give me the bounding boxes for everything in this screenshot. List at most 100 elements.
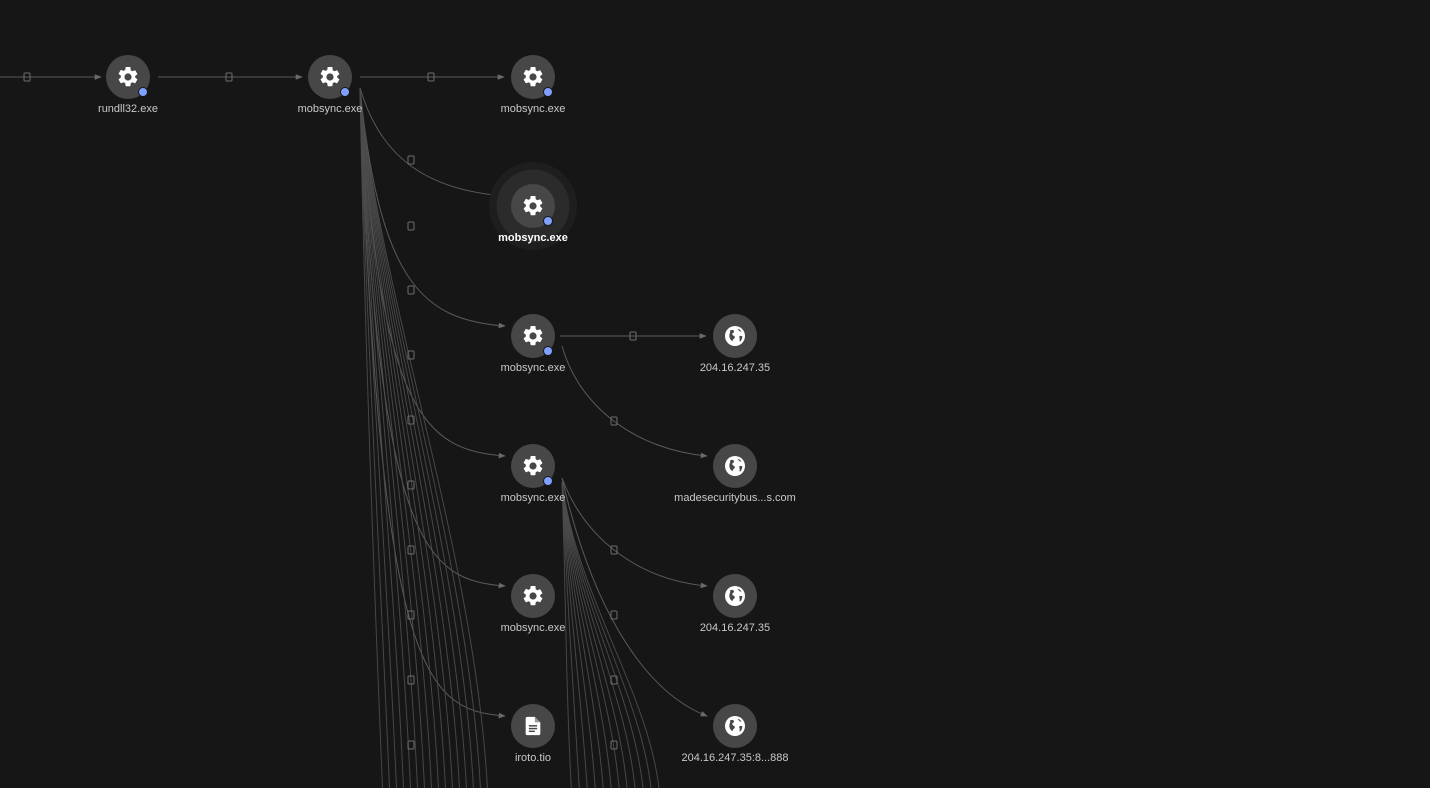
graph-edge	[561, 481, 596, 788]
graph-edge	[359, 89, 467, 788]
node-label: 204.16.247.35	[699, 622, 771, 634]
graph-edge	[359, 89, 384, 788]
graph-edge	[359, 87, 506, 329]
node-label: mobsync.exe	[498, 232, 568, 244]
status-badge	[138, 87, 148, 97]
status-badge	[543, 216, 553, 226]
edge-event-icon	[610, 610, 618, 620]
graph-edge	[359, 89, 488, 788]
node-label: 204.16.247.35:8...888	[681, 752, 789, 764]
graph-edge	[561, 481, 572, 788]
graph-edge	[561, 481, 628, 788]
file-node[interactable]: iroto.tio	[463, 704, 603, 764]
graph-edge	[359, 89, 460, 788]
graph-edge	[359, 89, 439, 788]
graph-edge	[359, 89, 453, 788]
node-circle[interactable]	[308, 55, 352, 99]
node-circle[interactable]	[511, 184, 555, 228]
node-circle[interactable]	[106, 55, 150, 99]
node-label: mobsync.exe	[500, 622, 566, 634]
graph-edge	[561, 477, 708, 589]
edge-event-icon	[407, 285, 415, 295]
graph-edge	[359, 89, 474, 788]
graph-edge	[359, 87, 506, 199]
graph-edge	[359, 89, 418, 788]
network-node[interactable]: madesecuritybus...s.com	[665, 444, 805, 504]
globe-icon	[723, 454, 747, 478]
node-circle[interactable]	[511, 55, 555, 99]
process-node[interactable]: mobsync.exe	[260, 55, 400, 115]
node-circle[interactable]	[713, 574, 757, 618]
globe-icon	[723, 324, 747, 348]
node-circle[interactable]	[511, 574, 555, 618]
node-label: madesecuritybus...s.com	[674, 492, 796, 504]
edge-event-icon	[407, 415, 415, 425]
network-node[interactable]: 204.16.247.35	[665, 574, 805, 634]
graph-edge	[561, 481, 580, 788]
node-label: 204.16.247.35	[699, 362, 771, 374]
graph-edge	[359, 89, 432, 788]
edge-event-icon	[407, 545, 415, 555]
edge-event-icon	[427, 72, 435, 82]
globe-icon	[723, 584, 747, 608]
edge-event-icon	[23, 72, 31, 82]
node-circle[interactable]	[511, 704, 555, 748]
node-label: mobsync.exe	[500, 362, 566, 374]
gear-icon	[318, 65, 342, 89]
file-icon	[522, 715, 544, 737]
node-label: rundll32.exe	[98, 103, 158, 115]
node-circle[interactable]	[713, 444, 757, 488]
graph-edge	[561, 481, 612, 788]
edge-event-icon	[610, 740, 618, 750]
graph-edge	[561, 481, 588, 788]
node-label: mobsync.exe	[500, 103, 566, 115]
edge-event-icon	[407, 740, 415, 750]
process-node[interactable]: mobsync.exe	[463, 55, 603, 115]
gear-icon	[116, 65, 140, 89]
graph-edge	[561, 481, 636, 788]
node-label: mobsync.exe	[297, 103, 363, 115]
gear-icon	[521, 194, 545, 218]
graph-edge	[359, 89, 425, 788]
graph-edge	[561, 477, 708, 717]
status-badge	[543, 87, 553, 97]
process-node[interactable]: rundll32.exe	[58, 55, 198, 115]
edge-event-icon	[407, 675, 415, 685]
node-circle[interactable]	[511, 444, 555, 488]
node-circle[interactable]	[713, 704, 757, 748]
graph-edge	[561, 481, 660, 788]
edge-event-icon	[407, 221, 415, 231]
edge-event-icon	[407, 480, 415, 490]
globe-icon	[723, 714, 747, 738]
edge-event-icon	[407, 155, 415, 165]
graph-edge	[561, 481, 644, 788]
status-badge	[543, 346, 553, 356]
node-circle[interactable]	[511, 314, 555, 358]
edge-event-icon	[407, 610, 415, 620]
graph-edge	[359, 89, 404, 788]
graph-edge	[561, 345, 708, 459]
graph-edge	[561, 481, 604, 788]
graph-edge	[359, 89, 446, 788]
edge-event-icon	[225, 72, 233, 82]
process-node[interactable]: mobsync.exe	[463, 314, 603, 374]
process-node[interactable]: mobsync.exe	[463, 444, 603, 504]
network-node[interactable]: 204.16.247.35:8...888	[665, 704, 805, 764]
graph-edge	[561, 481, 652, 788]
process-node[interactable]: mobsync.exe	[463, 184, 603, 244]
edge-event-icon	[610, 675, 618, 685]
node-circle[interactable]	[713, 314, 757, 358]
graph-edge	[359, 89, 390, 788]
process-node[interactable]: mobsync.exe	[463, 574, 603, 634]
gear-icon	[521, 324, 545, 348]
network-node[interactable]: 204.16.247.35	[665, 314, 805, 374]
gear-icon	[521, 454, 545, 478]
edge-event-icon	[629, 331, 637, 341]
graph-edge	[359, 89, 411, 788]
status-badge	[543, 476, 553, 486]
graph-edge	[561, 481, 620, 788]
status-badge	[340, 87, 350, 97]
node-label: mobsync.exe	[500, 492, 566, 504]
